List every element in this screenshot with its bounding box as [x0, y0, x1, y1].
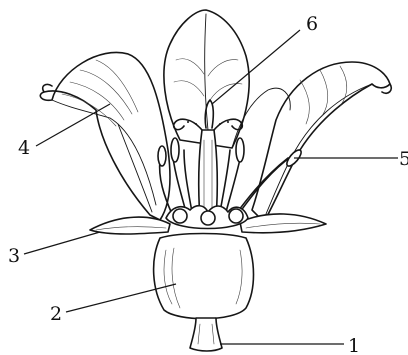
nectary-ring: [166, 206, 248, 229]
sepal-left: [90, 217, 170, 234]
label-2: 2: [50, 303, 62, 325]
label-5: 5: [399, 148, 408, 170]
petal-right: [252, 62, 391, 222]
ovary: [154, 234, 254, 319]
label-6: 6: [306, 13, 318, 35]
sepal-right: [240, 214, 326, 233]
receptacle: [190, 318, 222, 351]
label-4: 4: [18, 137, 30, 159]
petal-left: [40, 52, 170, 220]
label-1: 1: [348, 335, 360, 355]
leader-3: [24, 232, 100, 254]
label-3: 3: [8, 245, 20, 267]
